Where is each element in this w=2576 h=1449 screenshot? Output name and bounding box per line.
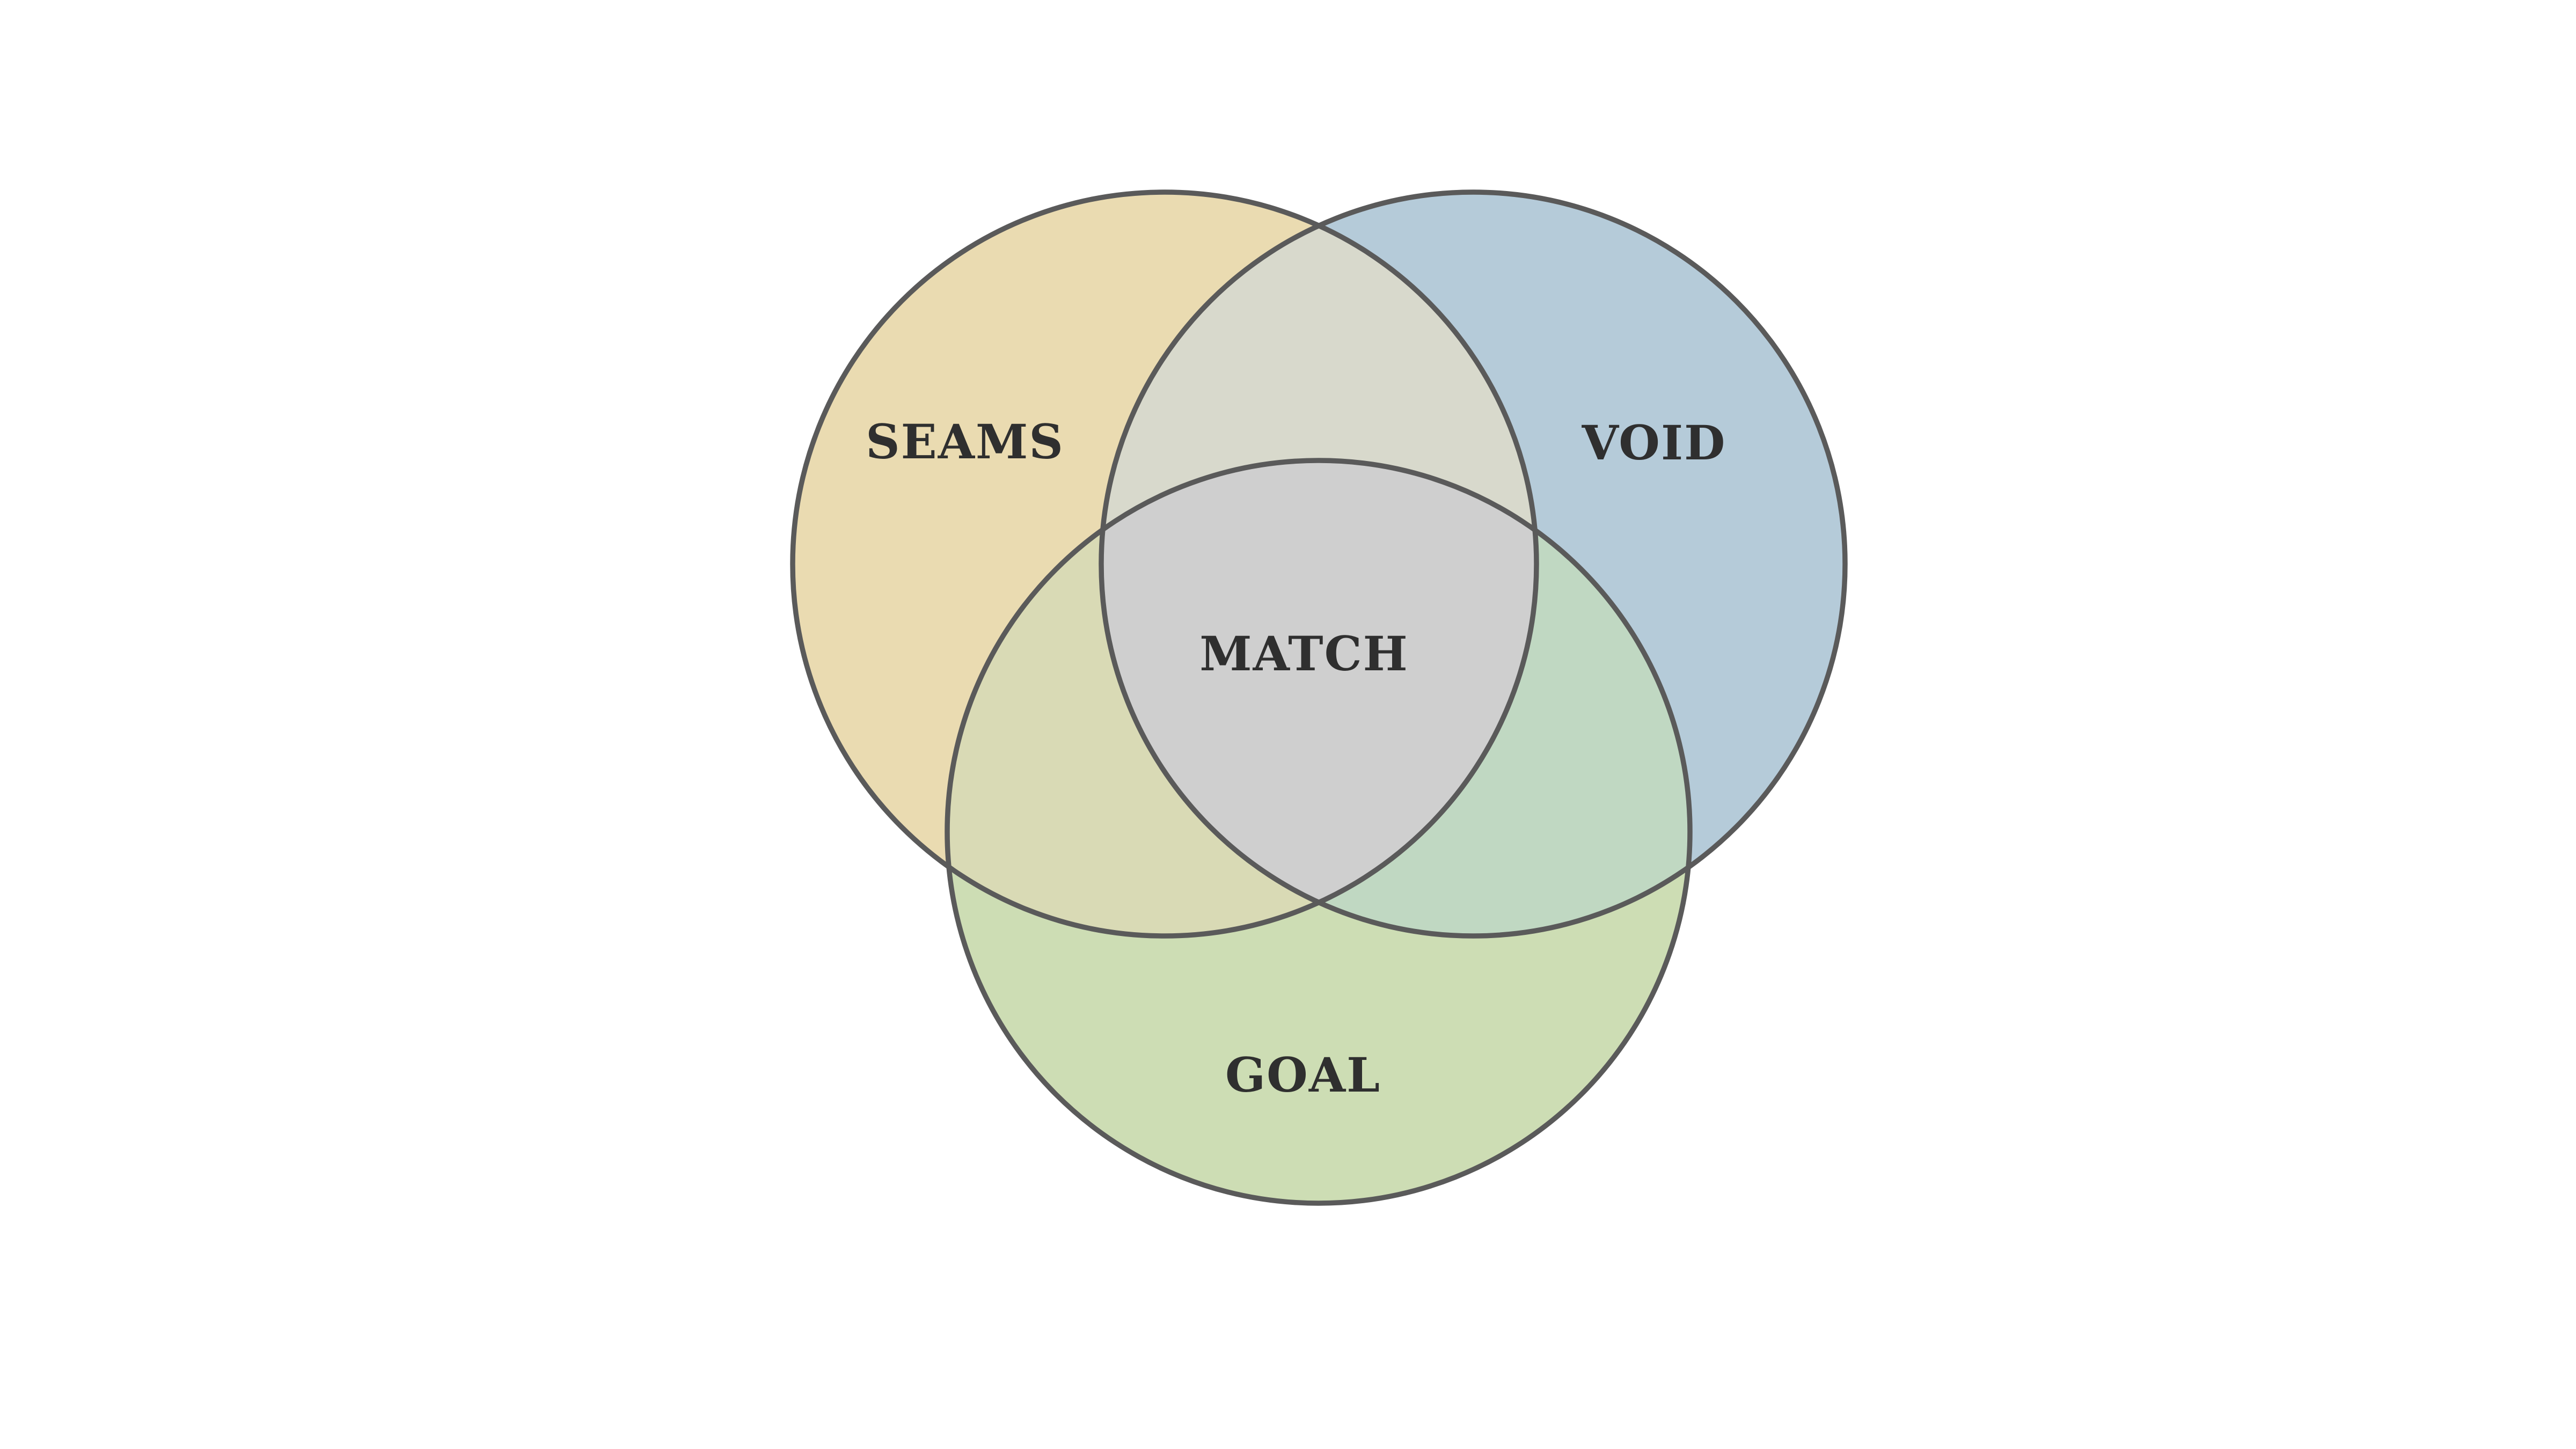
- seams-circle-outline: [790, 189, 1539, 939]
- goal-label: GOAL: [1225, 1047, 1381, 1103]
- void-label: VOID: [1582, 415, 1726, 471]
- seams-label: SEAMS: [866, 414, 1064, 470]
- center-overlap: [1101, 460, 1536, 936]
- goal-circle-outline: [945, 458, 1693, 1206]
- match-label: MATCH: [1199, 626, 1409, 682]
- void-circle-outline: [1099, 189, 1848, 939]
